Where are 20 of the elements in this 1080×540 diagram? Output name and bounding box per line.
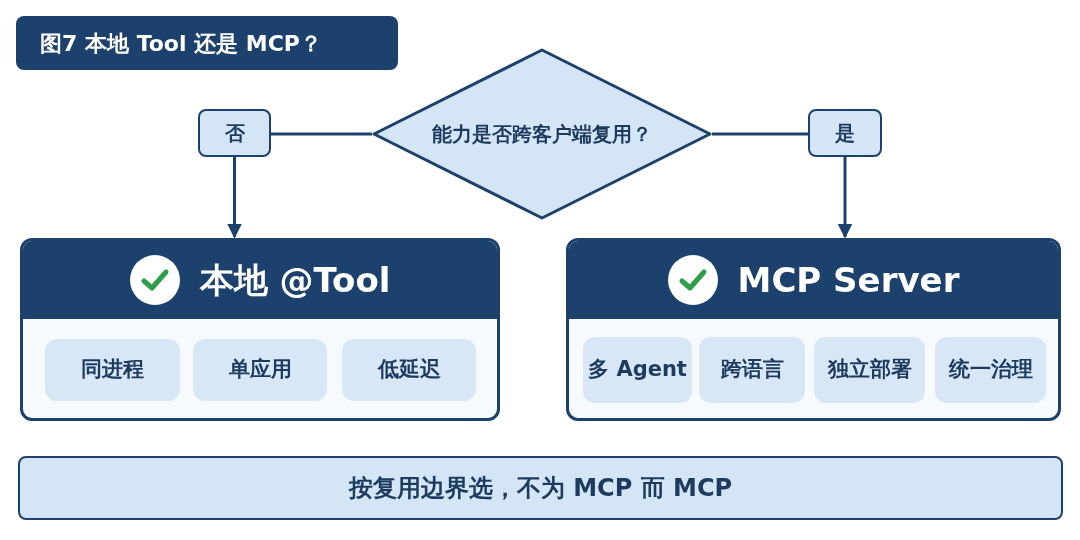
feature-tag: 单应用 [193, 339, 327, 401]
feature-tag: 跨语言 [699, 337, 805, 403]
answer-box: 否 [198, 109, 271, 157]
arrow [227, 157, 242, 239]
conclusion-bar: 按复用边界选，不为 MCP 而 MCP [18, 456, 1063, 520]
answer-box: 是 [808, 109, 882, 157]
connector-line [271, 132, 372, 136]
figure-title: 图7 本地 Tool 还是 MCP？ [16, 16, 398, 70]
arrow [837, 157, 853, 239]
panel-title: MCP Server [737, 258, 960, 302]
connector-line [712, 132, 808, 136]
feature-tag: 低延迟 [342, 339, 476, 401]
option-panel [20, 238, 500, 421]
feature-tag: 统一治理 [935, 337, 1046, 403]
feature-tag: 独立部署 [814, 337, 925, 403]
option-panel [566, 238, 1061, 421]
feature-tag: 同进程 [45, 339, 180, 401]
feature-tag: 多 Agent [583, 337, 692, 403]
decision-text: 能力是否跨客户端复用？ [432, 121, 652, 148]
panel-title: 本地 @Tool [199, 258, 391, 302]
